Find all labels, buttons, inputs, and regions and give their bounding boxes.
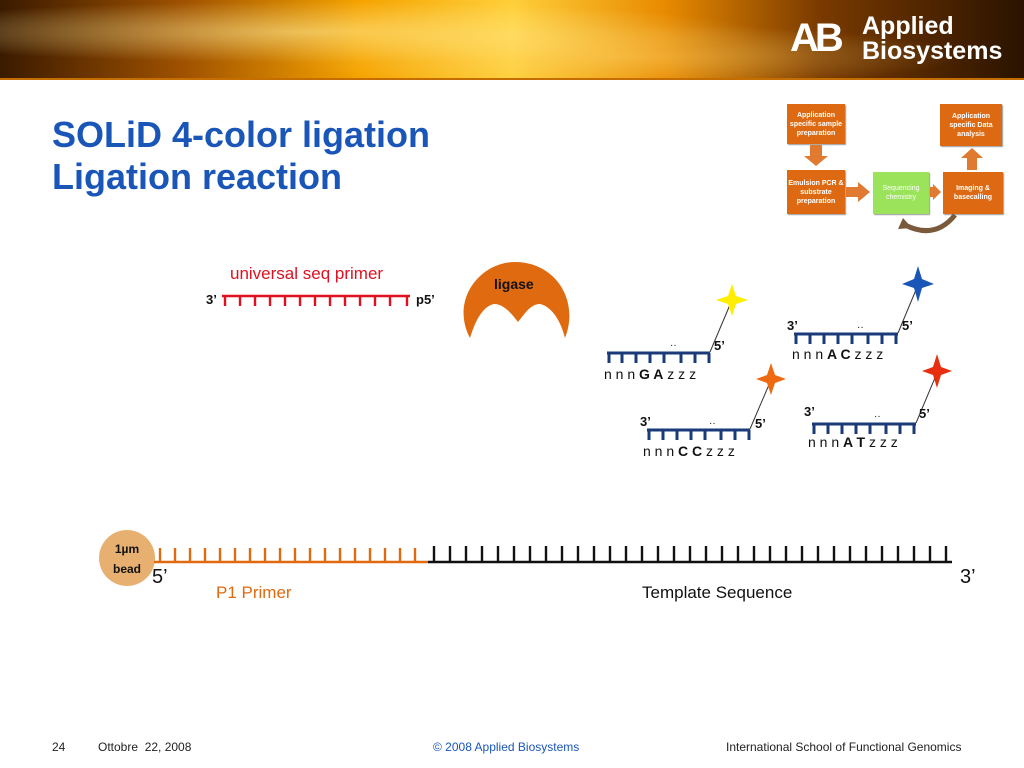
footer-date: Ottobre 22, 2008 [98,740,192,754]
slide-title: SOLiD 4-color ligation Ligation reaction [52,114,430,198]
arrow-loop-head [898,218,912,229]
probe-cc-dots: ·· [709,418,716,429]
logo-line1: Applied [862,12,954,40]
probe-ac-3prime: 3’ [787,318,798,333]
probe-ac-strand [794,284,919,344]
workflow-data-analysis: Application specific Data analysis [940,104,1002,146]
bead-word: bead [112,562,141,576]
bead-size: 1µm [114,542,140,556]
probe-cc-suffix: z z z [706,443,735,459]
workflow-arrows [804,145,983,234]
ligase-label: ligase [494,276,534,292]
probe-at-3prime: 3’ [804,404,815,419]
probe-ga-strand [607,299,733,363]
probe-cc-dye-star [756,363,786,395]
probe-ga-dots: ·· [670,340,677,351]
probe-at-5prime: 5’ [919,406,930,421]
probe-ac-suffix: z z z [854,346,884,362]
banner-divider [0,78,1024,80]
probe-cc-3prime: 3’ [640,414,651,429]
probe-at-strand [812,372,938,434]
title-line1: SOLiD 4-color ligation [52,114,431,155]
probe-ac-5prime: 5’ [902,318,913,333]
primer-label: universal seq primer [230,264,384,283]
probe-cc-sequence: n n n C C z z z [643,443,735,459]
probe-ga-suffix: z z z [667,366,697,382]
template-5prime: 5’ [152,566,168,588]
arrow-loop [903,213,957,234]
arrow-down [804,145,828,166]
template-3prime: 3’ [960,566,976,588]
arrow-up [961,148,983,170]
probe-cc-5prime: 5’ [755,416,766,431]
probe-at-dots: ·· [874,411,881,422]
title-line2: Ligation reaction [52,156,343,197]
probe-ac-bases: A C [827,346,851,362]
probe-cc-bases: C C [678,443,703,459]
primer-3prime: 3’ [206,292,217,307]
probe-ac-prefix: n n n [792,346,824,362]
probe-ga-dye-star [716,284,748,316]
arrow-right-2 [930,184,941,200]
bead-label: 1µm bead [105,539,149,579]
bead [99,530,155,586]
workflow-sequencing-chemistry: Sequencing chemistry [873,172,929,214]
probe-at-dye-star [922,354,952,388]
arrow-right-1 [846,182,870,202]
primer-p5prime: p5’ [416,292,435,307]
probe-ac-dots: ·· [857,322,864,333]
logo-line2: Biosystems [862,37,1003,65]
probe-at-suffix: z z z [868,434,898,450]
footer-page-number: 24 [52,740,66,754]
probe-ac-dye-star [902,266,934,302]
probe-at-prefix: n n n [808,434,840,450]
probe-ga-5prime: 5’ [714,338,725,353]
ligase-enzyme [463,262,570,338]
footer-school: International School of Functional Genom… [726,740,962,754]
workflow-sample-prep: Application specific sample preparation [787,104,845,144]
template-strand [428,546,952,564]
template-sequence-label: Template Sequence [642,583,793,602]
probe-at-sequence: n n n A T z z z [808,434,898,450]
workflow-imaging: Imaging & basecalling [943,172,1003,214]
p1-primer-label: P1 Primer [216,583,292,602]
universal-primer [222,294,410,306]
workflow-emulsion-pcr: Emulsion PCR & substrate preparation [787,170,845,214]
footer-copyright-link[interactable]: © 2008 Applied Biosystems [433,740,580,754]
probe-cc-strand [647,379,772,440]
logo-text: Applied Biosystems [862,14,1012,64]
probe-ga-bases: G A [639,366,664,382]
probe-ga-sequence: n n n G A z z z [604,366,696,382]
logo-mark: AB [790,16,844,60]
probe-at-bases: A T [843,434,866,450]
probe-ac-sequence: n n n A C z z z [792,346,883,362]
probe-cc-prefix: n n n [643,443,675,459]
p1-primer-strand [154,548,428,564]
header-banner [0,0,1024,80]
probe-ga-prefix: n n n [604,366,636,382]
